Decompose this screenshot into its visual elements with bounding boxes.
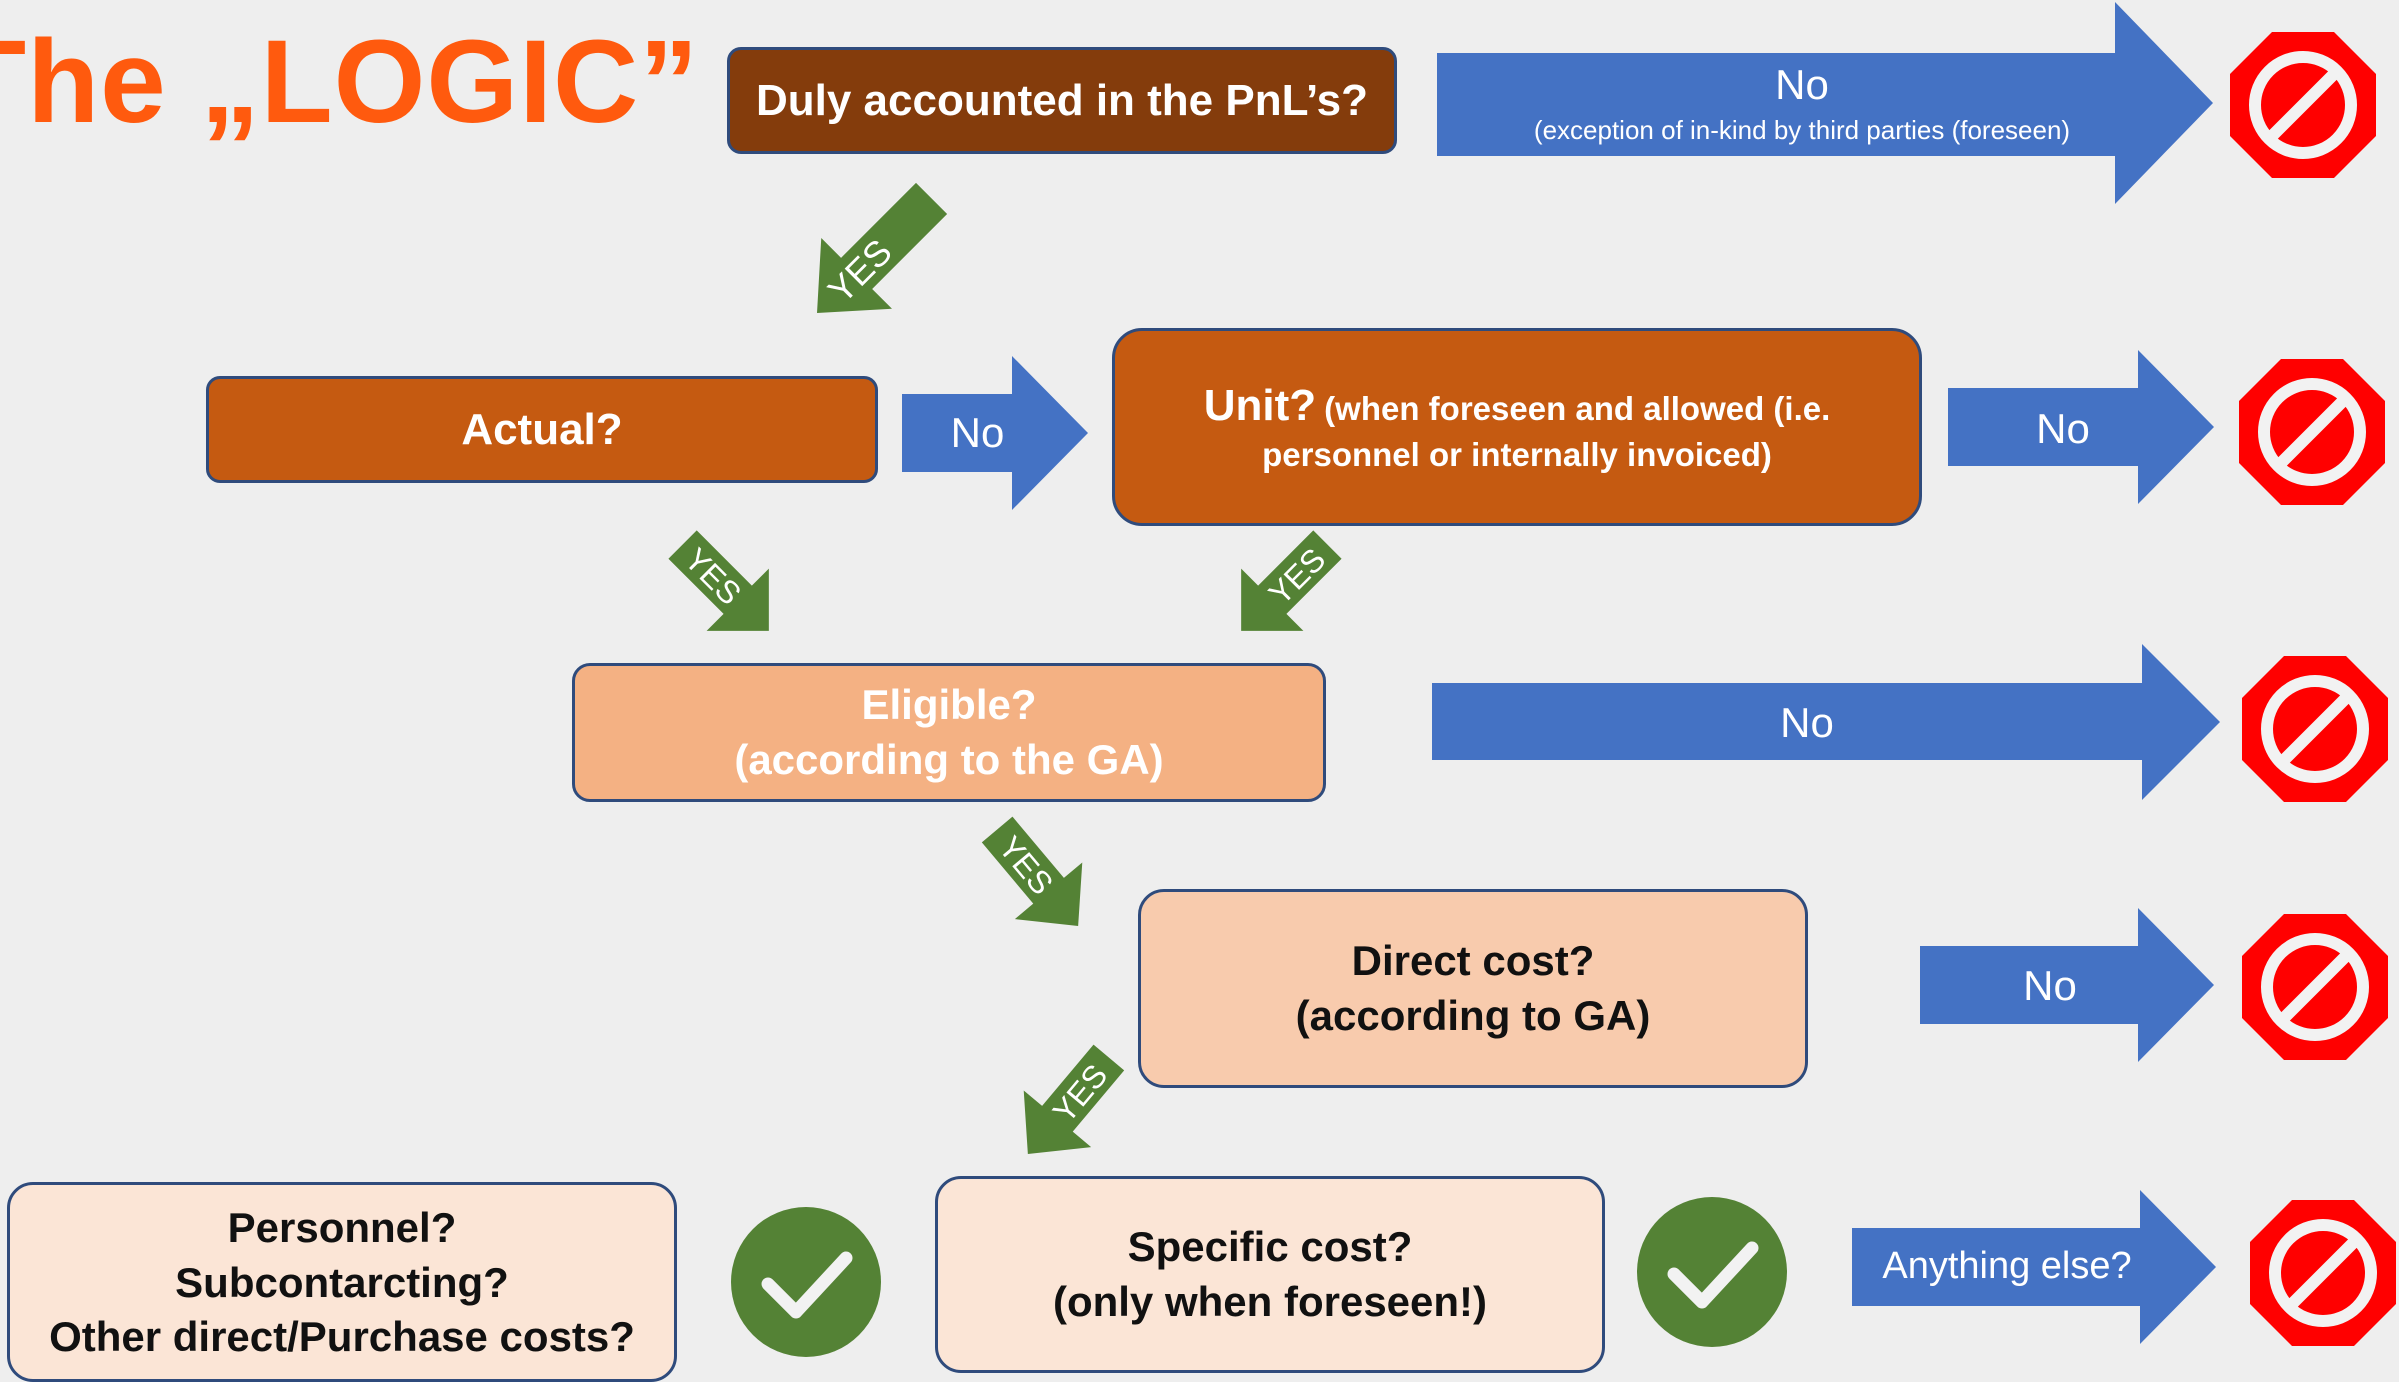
yes-arrow-direct-to-specific: YES <box>1023 1044 1125 1155</box>
yes-arrow-duly-to-actual: YES <box>817 182 948 313</box>
node-eligible-label: Eligible? <box>861 680 1037 728</box>
arrow-no-unit-label: No <box>2036 405 2090 452</box>
arrow-no-eligible-label: No <box>1780 699 1834 746</box>
arrow-no-actual-label: No <box>950 409 1005 456</box>
node-other-costs-label: Other direct/Purchase costs? <box>49 1313 635 1361</box>
node-subcontracting-label: Subcontarcting? <box>175 1258 509 1306</box>
arrow-no-direct <box>1920 908 2214 1062</box>
node-specific-label: Specific cost? <box>1127 1222 1413 1270</box>
node-unit: Unit? (when foreseen and allowed (i.e. p… <box>1112 328 1922 526</box>
node-specific-cost: Specific cost? (only when foreseen!) <box>935 1176 1605 1373</box>
node-eligible-note: (according to the GA) <box>734 735 1164 783</box>
yes-arrow-unit-to-eligible: YES <box>1241 530 1342 631</box>
node-duly-label: Duly accounted in the PnL’s? <box>755 75 1368 125</box>
prohibited-stop-icon <box>2242 914 2388 1060</box>
node-direct-cost: Direct cost? (according to GA) <box>1138 889 1808 1088</box>
arrow-no-duly-label: No (exception of in-kind by third partie… <box>1533 61 2071 146</box>
arrow-no-eligible <box>1432 644 2220 800</box>
prohibited-stop-icon <box>2239 359 2385 505</box>
node-actual-label: Actual? <box>461 404 623 454</box>
node-specific-note: (only when foreseen!) <box>1052 1277 1488 1325</box>
checkmark-icon <box>1637 1197 1787 1347</box>
prohibited-stop-icon <box>2230 32 2376 178</box>
arrow-anything-else <box>1852 1190 2216 1344</box>
node-direct-label: Direct cost? <box>1351 936 1595 984</box>
page-title: The „LOGIC” <box>0 16 700 148</box>
node-duly-accounted: Duly accounted in the PnL’s? <box>727 47 1397 154</box>
arrow-anything-else-label: Anything else? <box>1882 1245 2132 1287</box>
yes-arrow-eligible-to-direct: YES <box>981 816 1083 927</box>
node-eligible: Eligible? (according to the GA) <box>572 663 1326 802</box>
arrow-no-duly <box>1437 2 2213 204</box>
arrow-no-unit <box>1948 350 2214 504</box>
prohibited-stop-icon <box>2242 656 2388 802</box>
node-personnel: Personnel? Subcontarcting? Other direct/… <box>7 1182 677 1382</box>
arrow-no-direct-label: No <box>2023 962 2077 1009</box>
node-direct-note: (according to GA) <box>1295 991 1651 1039</box>
arrow-no-actual <box>902 356 1088 510</box>
prohibited-stop-icon <box>2250 1200 2396 1346</box>
node-actual: Actual? <box>206 376 878 483</box>
node-unit-note-1: (when foreseen and allowed (i.e. <box>1324 389 1831 427</box>
yes-arrow-actual-to-eligible: YES <box>668 530 769 631</box>
node-unit-label: Unit? <box>1203 380 1317 430</box>
checkmark-icon <box>731 1207 881 1357</box>
node-unit-note-2: personnel or internally invoiced) <box>1262 436 1772 474</box>
node-personnel-label: Personnel? <box>227 1204 457 1251</box>
